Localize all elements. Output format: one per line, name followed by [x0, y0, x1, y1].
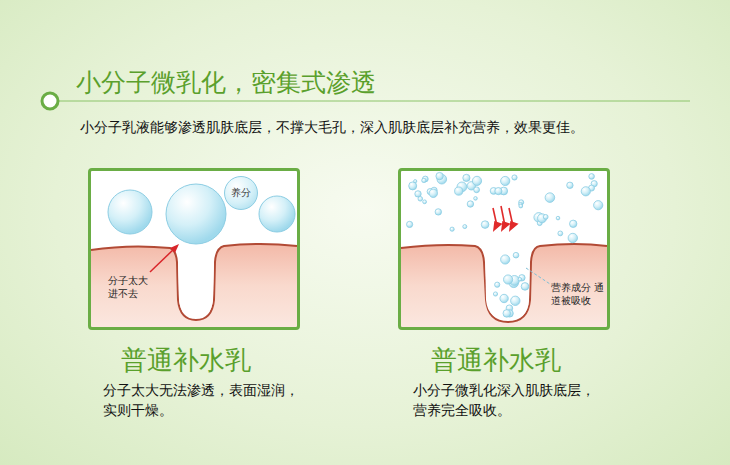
micro-molecule [519, 204, 523, 208]
micro-molecule [407, 221, 413, 227]
title: 小分子微乳化，密集式渗透 [76, 66, 376, 99]
micro-molecule [422, 178, 426, 182]
micro-molecule [481, 221, 489, 229]
micro-molecule [418, 197, 423, 202]
panel-heading: 普通补水乳 [121, 343, 251, 378]
comparison-panel: 普通补水乳分子太大无法渗透，表面湿润，实则干燥。养分 [88, 168, 300, 330]
skin-edge [91, 244, 297, 320]
pore [178, 262, 214, 318]
micro-molecule [594, 201, 603, 210]
micro-molecule [463, 174, 470, 181]
pore [485, 250, 530, 320]
micro-molecule [556, 216, 560, 220]
micro-molecule [543, 215, 548, 220]
micro-molecule [414, 180, 417, 183]
leader-line [526, 268, 550, 284]
micro-molecule [495, 282, 500, 287]
callout-label: 分子太大 进不去 [108, 274, 154, 300]
micro-molecule [474, 187, 480, 193]
micro-molecule [519, 275, 525, 281]
micro-molecule [422, 176, 428, 182]
micro-molecule [513, 252, 519, 258]
micro-molecule [493, 292, 497, 296]
skin-edge [401, 244, 607, 322]
comparison-panel: 普通补水乳小分子微乳化深入肌肤底层，营养完全吸收。 [398, 168, 610, 330]
micro-molecule [511, 296, 520, 305]
micro-molecule [545, 193, 555, 203]
micro-molecule [450, 227, 454, 231]
micro-molecule [503, 310, 511, 318]
micro-molecule [570, 220, 577, 227]
micro-molecule [472, 176, 481, 185]
skin-layer [91, 244, 297, 327]
title-icon [42, 93, 58, 109]
micro-molecule [423, 200, 427, 204]
panel-ground [400, 170, 608, 328]
micro-molecule [495, 188, 502, 195]
micro-molecule [504, 275, 513, 284]
penetration-arrows [493, 206, 517, 230]
pointer-arrow [150, 248, 175, 272]
panel-heading: 普通补水乳 [431, 343, 561, 378]
micro-molecule [474, 197, 478, 201]
micro-molecule [429, 189, 437, 197]
panel-description: 小分子微乳化深入肌肤底层，营养完全吸收。 [413, 380, 599, 421]
micro-molecule [518, 278, 522, 282]
panel-description: 分子太大无法渗透，表面湿润，实则干燥。 [103, 380, 303, 421]
callout-label: 营养成分 通道被吸收 [551, 281, 607, 307]
micro-molecule [589, 174, 595, 180]
molecule [166, 184, 226, 244]
molecule [259, 196, 295, 232]
micro-molecule [435, 209, 441, 215]
micro-molecule [567, 182, 573, 188]
micro-molecule [501, 176, 510, 185]
micro-molecule [500, 294, 508, 302]
bubble-label: 养分 [231, 186, 251, 200]
micro-molecule [581, 187, 590, 196]
micro-molecule [501, 255, 510, 264]
micro-molecule [512, 175, 517, 180]
skin-layer [401, 244, 607, 327]
micro-molecule [521, 283, 529, 291]
title-rule [58, 101, 690, 102]
molecule [108, 190, 152, 234]
micro-molecule [467, 201, 473, 207]
micro-molecule [436, 172, 443, 179]
micro-molecule [558, 231, 563, 236]
subtitle: 小分子乳液能够渗透肌肤底层，不撑大毛孔，深入肌肤底层补充营养，效果更佳。 [80, 118, 584, 136]
micro-molecule [455, 187, 463, 195]
arrow-head [170, 244, 179, 253]
panel-ground [90, 170, 298, 328]
micro-molecule [568, 233, 577, 242]
nutrient-bubble: 养分 [224, 176, 258, 210]
micro-molecule [463, 225, 467, 229]
